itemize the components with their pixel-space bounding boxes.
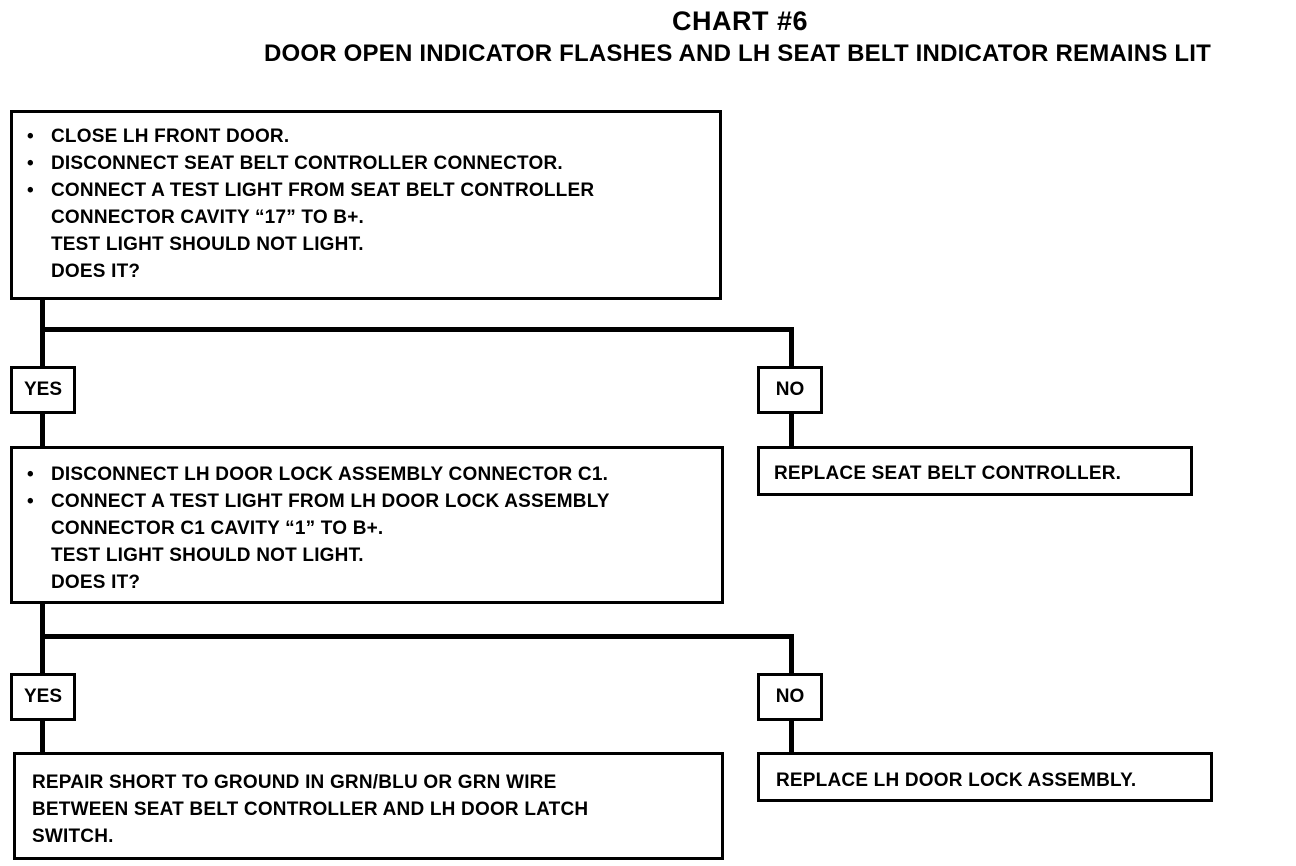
step2-bullets: •DISCONNECT LH DOOR LOCK ASSEMBLY CONNEC… <box>13 461 713 515</box>
connector-step2-down <box>40 601 45 677</box>
step2-no-result-text: REPLACE LH DOOR LOCK ASSEMBLY. <box>776 770 1137 791</box>
step1-continuation-line: DOES IT? <box>51 261 141 282</box>
step2-bullet: •CONNECT A TEST LIGHT FROM LH DOOR LOCK … <box>13 488 713 515</box>
bullet-icon: • <box>27 153 34 174</box>
step2-continuation-line: CONNECTOR C1 CAVITY “1” TO B+. <box>51 518 384 539</box>
step2-continuation-line: TEST LIGHT SHOULD NOT LIGHT. <box>51 545 364 566</box>
step2-yes-result-line: SWITCH. <box>32 826 114 847</box>
step1-bullet: •DISCONNECT SEAT BELT CONTROLLER CONNECT… <box>13 150 711 177</box>
step2-continuation-line: DOES IT? <box>51 572 141 593</box>
branch1-no-label: NO <box>757 366 823 414</box>
bullet-icon: • <box>27 464 34 485</box>
connector-branch2-horizontal <box>40 634 794 639</box>
step2-bullet: •DISCONNECT LH DOOR LOCK ASSEMBLY CONNEC… <box>13 461 713 488</box>
bullet-icon: • <box>27 491 34 512</box>
connector-yes1-to-step2 <box>40 411 45 449</box>
step2-box: •DISCONNECT LH DOOR LOCK ASSEMBLY CONNEC… <box>10 446 724 604</box>
connector-branch1-no-down <box>789 327 794 370</box>
step1-no-result-box: REPLACE SEAT BELT CONTROLLER. <box>757 446 1193 496</box>
step1-bullet: •CONNECT A TEST LIGHT FROM SEAT BELT CON… <box>13 177 711 204</box>
branch2-yes-label: YES <box>10 673 76 721</box>
chart-title: CHART #6 <box>671 6 809 36</box>
bullet-icon: • <box>27 180 34 201</box>
bullet-icon: • <box>27 126 34 147</box>
connector-no1-to-result <box>789 411 794 451</box>
step2-yes-result-line: BETWEEN SEAT BELT CONTROLLER AND LH DOOR… <box>32 799 589 820</box>
connector-no2-to-result <box>789 717 794 755</box>
branch2-no-label: NO <box>757 673 823 721</box>
step2-yes-result-box: REPAIR SHORT TO GROUND IN GRN/BLU OR GRN… <box>13 752 724 860</box>
step2-no-result-box: REPLACE LH DOOR LOCK ASSEMBLY. <box>757 752 1213 802</box>
connector-yes2-to-result <box>40 717 45 755</box>
connector-branch2-no-down <box>789 634 794 677</box>
step1-box: •CLOSE LH FRONT DOOR. •DISCONNECT SEAT B… <box>10 110 722 300</box>
step1-continuation-line: CONNECTOR CAVITY “17” TO B+. <box>51 207 365 228</box>
connector-branch1-horizontal <box>40 327 794 332</box>
step1-bullets: •CLOSE LH FRONT DOOR. •DISCONNECT SEAT B… <box>13 123 711 204</box>
chart-subtitle: DOOR OPEN INDICATOR FLASHES AND LH SEAT … <box>264 40 1211 67</box>
connector-step1-down <box>40 296 45 370</box>
step1-continuation-line: TEST LIGHT SHOULD NOT LIGHT. <box>51 234 364 255</box>
step1-no-result-text: REPLACE SEAT BELT CONTROLLER. <box>774 463 1122 484</box>
step2-yes-result-line: REPAIR SHORT TO GROUND IN GRN/BLU OR GRN… <box>32 772 557 793</box>
branch1-yes-label: YES <box>10 366 76 414</box>
step1-bullet: •CLOSE LH FRONT DOOR. <box>13 123 711 150</box>
